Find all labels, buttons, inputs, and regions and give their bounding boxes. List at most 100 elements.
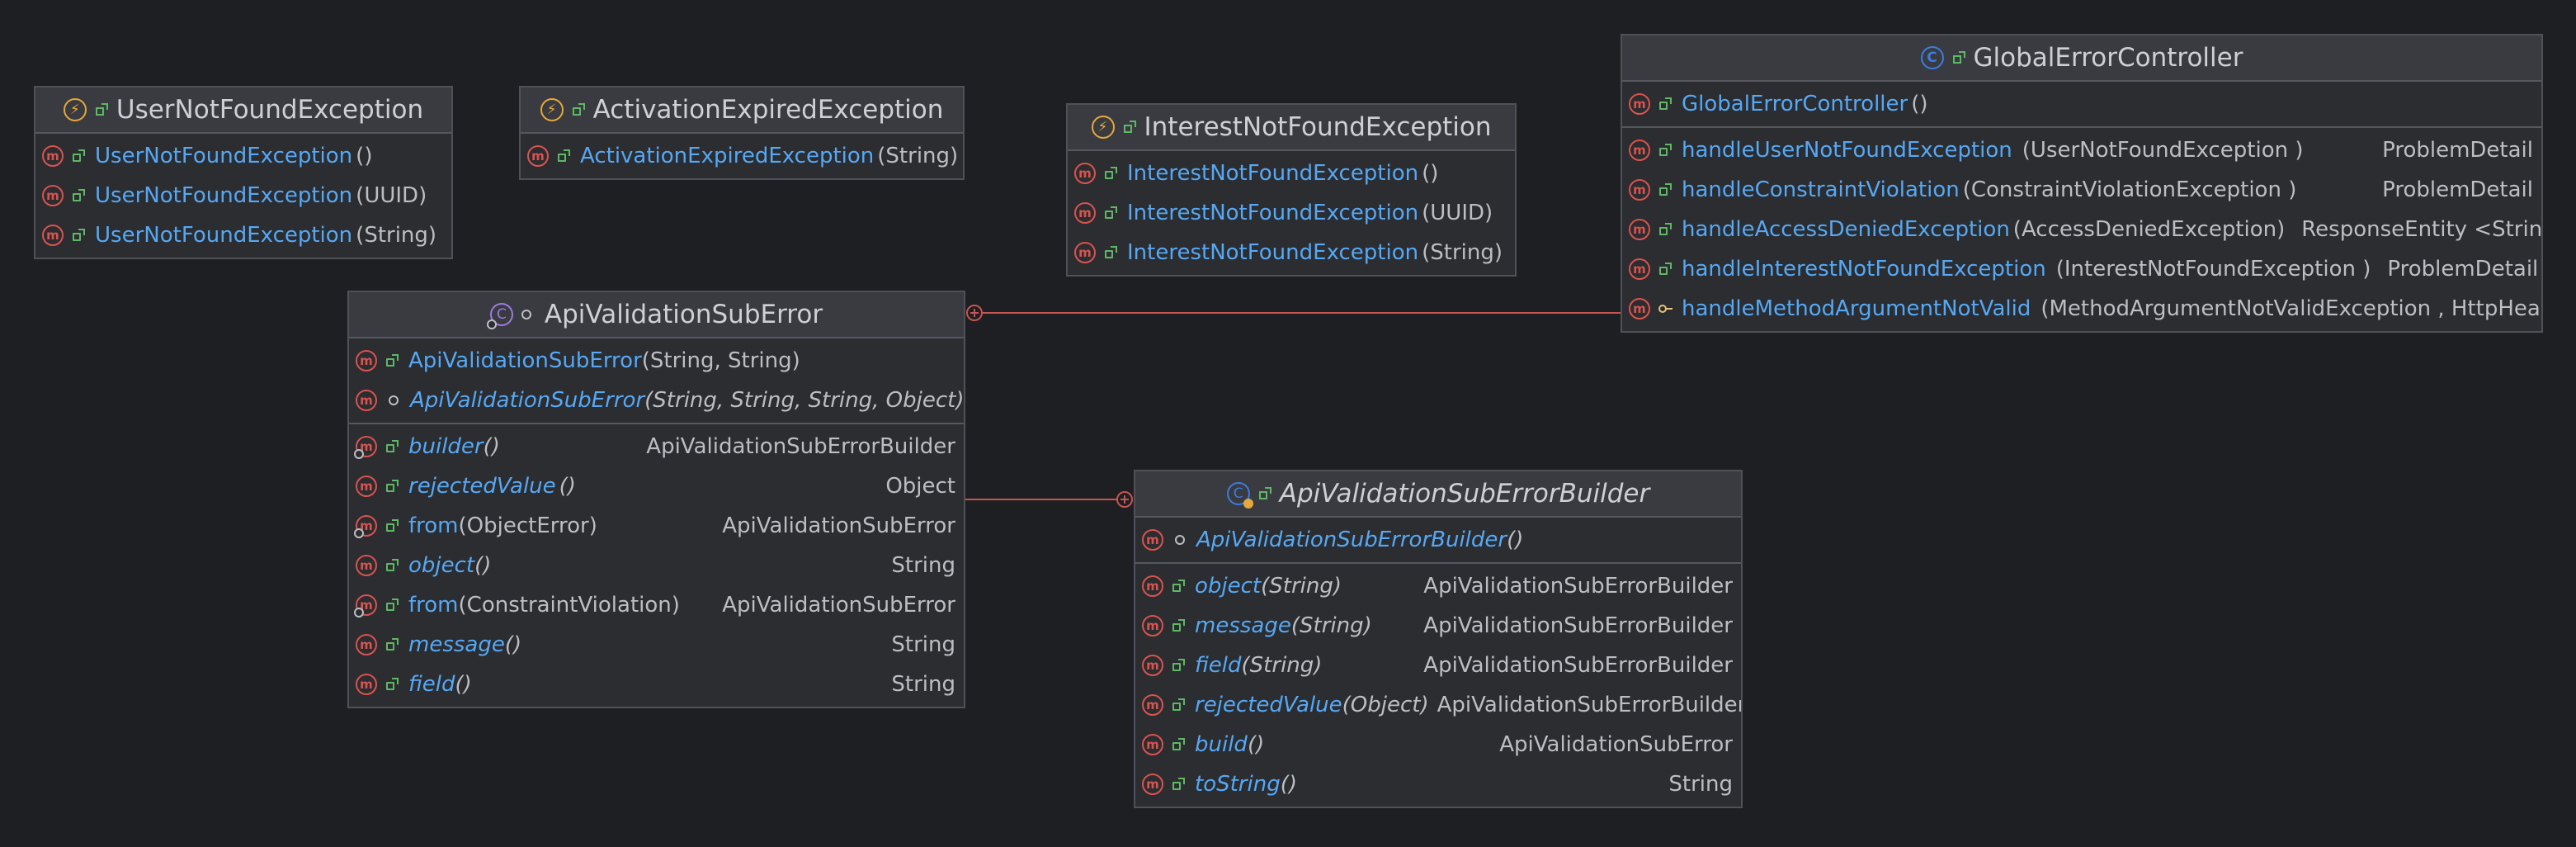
method-icon: m <box>356 555 377 576</box>
method-row[interactable]: m handleUserNotFoundException (UserNotFo… <box>1622 130 2541 170</box>
method-name: ApiValidationSubError <box>408 348 642 373</box>
inner-class-marker-builder <box>1116 491 1133 508</box>
class-header[interactable]: ⚡ UserNotFoundException <box>35 88 451 134</box>
class-api-validation-sub-error[interactable]: C ApiValidationSubError m ApiValidationS… <box>347 291 965 708</box>
method-row[interactable]: m from (ObjectError) ApiValidationSubErr… <box>349 506 964 546</box>
method-row[interactable]: m InterestNotFoundException (UUID) <box>1068 193 1515 233</box>
method-params: () <box>559 474 576 499</box>
method-row[interactable]: m build () ApiValidationSubError <box>1135 725 1741 764</box>
public-visibility-icon <box>385 440 399 453</box>
method-params: (InterestNotFoundException ) <box>2055 257 2371 282</box>
class-interest-not-found-exception[interactable]: ⚡ InterestNotFoundException m InterestNo… <box>1066 103 1517 277</box>
method-icon: m <box>1629 219 1650 240</box>
class-header[interactable]: C GlobalErrorController <box>1622 35 2541 82</box>
protected-visibility-icon <box>1658 302 1673 315</box>
method-row[interactable]: m message () String <box>349 625 964 665</box>
return-type: ProblemDetail <box>2387 257 2539 282</box>
class-header[interactable]: ⚡ ActivationExpiredException <box>521 88 963 134</box>
method-params: (String) <box>1422 240 1503 265</box>
return-type: ApiValidationSubError <box>1499 732 1733 757</box>
method-row[interactable]: m handleConstraintViolation (ConstraintV… <box>1622 170 2541 210</box>
constructor-row[interactable]: m ApiValidationSubErrorBuilder () <box>1135 520 1741 560</box>
method-row[interactable]: m handleAccessDeniedException (AccessDen… <box>1622 210 2541 249</box>
method-icon: m <box>356 350 377 371</box>
class-global-error-controller[interactable]: C GlobalErrorController m GlobalErrorCon… <box>1621 34 2543 333</box>
method-params: (AccessDeniedException) <box>2012 217 2286 242</box>
method-row[interactable]: m from (ConstraintViolation) ApiValidati… <box>349 585 964 625</box>
class-header[interactable]: C ApiValidationSubErrorBuilder <box>1135 471 1741 518</box>
exception-class-icon: ⚡ <box>1091 116 1115 139</box>
class-header[interactable]: ⚡ InterestNotFoundException <box>1068 105 1515 151</box>
method-name: handleUserNotFoundException <box>1682 138 2012 163</box>
method-row[interactable]: m object (String) ApiValidationSubErrorB… <box>1135 566 1741 606</box>
public-visibility-icon <box>1172 738 1185 751</box>
method-params: () <box>356 144 373 168</box>
method-row[interactable]: m message (String) ApiValidationSubError… <box>1135 606 1741 646</box>
return-type: Object <box>885 474 955 499</box>
method-name: handleInterestNotFoundException <box>1682 257 2046 282</box>
method-row[interactable]: m rejectedValue () Object <box>349 466 964 506</box>
method-params: (ConstraintViolation) <box>458 593 680 618</box>
method-name: handleConstraintViolation <box>1682 177 1960 202</box>
class-icon: C <box>1920 46 1944 69</box>
public-visibility-icon <box>385 354 399 367</box>
method-icon: m <box>356 515 377 537</box>
public-visibility-icon <box>1658 183 1672 196</box>
method-row[interactable]: m object () String <box>349 546 964 585</box>
constructor-row[interactable]: m GlobalErrorController () <box>1622 84 2541 124</box>
method-row[interactable]: m field () String <box>349 665 964 704</box>
method-params: (String, String, String, Object) <box>644 388 964 413</box>
method-row[interactable]: m toString () String <box>1135 764 1741 804</box>
return-type: ProblemDetail <box>2382 138 2533 163</box>
method-name: handleMethodArgumentNotValid <box>1682 296 2031 321</box>
static-icon <box>354 449 364 459</box>
class-activation-expired-exception[interactable]: ⚡ ActivationExpiredException m Activatio… <box>519 86 965 180</box>
return-type: ApiValidationSubErrorBuilder <box>1423 613 1733 638</box>
method-row[interactable]: m handleInterestNotFoundException (Inter… <box>1622 249 2541 289</box>
method-icon: m <box>527 145 549 167</box>
inner-static-class-icon: C <box>1226 482 1253 509</box>
package-visibility-icon <box>1175 535 1185 545</box>
method-params: (ConstraintViolationException ) <box>1962 177 2297 202</box>
method-row[interactable]: m UserNotFoundException (String) <box>35 215 451 255</box>
method-params: (Object) <box>1342 693 1429 717</box>
public-visibility-icon <box>1258 487 1271 500</box>
method-icon: m <box>1142 734 1163 755</box>
method-row[interactable]: m ActivationExpiredException (String) <box>521 136 963 176</box>
method-name: rejectedValue <box>408 474 556 499</box>
method-row[interactable]: m InterestNotFoundException (String) <box>1068 233 1515 272</box>
method-icon: m <box>1142 655 1163 676</box>
method-params: () <box>1247 732 1265 757</box>
public-visibility-icon <box>1104 167 1117 180</box>
public-visibility-icon <box>385 599 399 612</box>
class-user-not-found-exception[interactable]: ⚡ UserNotFoundException m UserNotFoundEx… <box>34 86 453 259</box>
return-type: ApiValidationSubErrorBuilder <box>1437 693 1741 717</box>
method-icon: m <box>42 145 64 167</box>
method-icon: m <box>1629 179 1650 201</box>
method-name: from <box>408 513 459 538</box>
method-row[interactable]: m field (String) ApiValidationSubErrorBu… <box>1135 646 1741 685</box>
method-name: GlobalErrorController <box>1682 92 1908 116</box>
method-row[interactable]: m InterestNotFoundException () <box>1068 154 1515 193</box>
class-header[interactable]: C ApiValidationSubError <box>349 292 964 338</box>
method-row[interactable]: m handleMethodArgumentNotValid (MethodAr… <box>1622 289 2541 329</box>
method-row[interactable]: m rejectedValue (Object) ApiValidationSu… <box>1135 685 1741 725</box>
return-type: ApiValidationSubError <box>722 513 955 538</box>
method-icon: m <box>42 185 64 206</box>
constructor-row[interactable]: m ApiValidationSubError (String, String) <box>349 341 964 381</box>
method-icon: m <box>356 674 377 695</box>
method-name: ApiValidationSubError <box>410 388 645 413</box>
public-visibility-icon <box>385 678 399 691</box>
method-name: ApiValidationSubErrorBuilder <box>1196 528 1507 552</box>
public-visibility-icon <box>1172 619 1185 632</box>
method-params: (String, String) <box>641 348 800 373</box>
method-icon: m <box>1142 615 1163 636</box>
method-params: () <box>504 632 522 657</box>
method-row[interactable]: m UserNotFoundException (UUID) <box>35 176 451 215</box>
exception-class-icon: ⚡ <box>63 98 87 121</box>
constructor-row[interactable]: m ApiValidationSubError (String, String,… <box>349 381 964 420</box>
method-icon: m <box>1142 694 1163 716</box>
class-api-validation-sub-error-builder[interactable]: C ApiValidationSubErrorBuilder m ApiVali… <box>1134 470 1743 808</box>
method-row[interactable]: m builder () ApiValidationSubErrorBuilde… <box>349 427 964 466</box>
method-row[interactable]: m UserNotFoundException () <box>35 136 451 176</box>
